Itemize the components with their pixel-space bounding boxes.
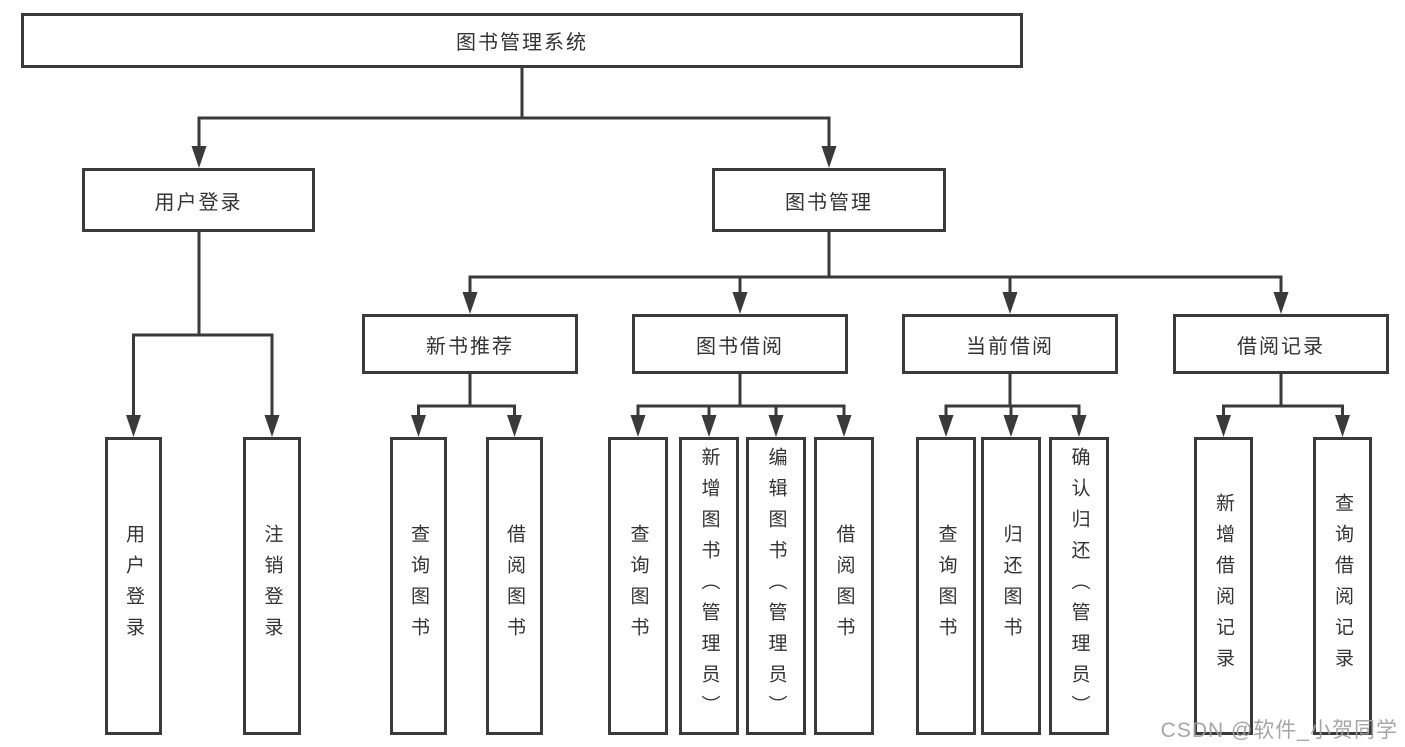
leaf-records-add-record-label: 新增借阅记录	[1213, 493, 1234, 679]
leaf-current-query-book-label: 查询图书	[935, 524, 957, 648]
leaf-current-confirm-return-admin: 确认归还（管理员）	[1049, 437, 1109, 735]
leaf-recommend-borrow-book: 借阅图书	[486, 437, 543, 735]
node-current-borrow: 当前借阅	[902, 314, 1118, 374]
node-borrow-records-label: 借阅记录	[1237, 335, 1325, 358]
leaf-borrow-borrow-book: 借阅图书	[814, 437, 874, 735]
leaf-logout: 注销登录	[243, 437, 301, 735]
arrowheads	[126, 146, 1350, 437]
node-root: 图书管理系统	[21, 13, 1023, 68]
node-current-borrow-label: 当前借阅	[966, 335, 1054, 358]
node-user-login: 用户登录	[82, 168, 315, 232]
leaf-recommend-borrow-book-label: 借阅图书	[504, 524, 525, 648]
node-book-borrow-label: 图书借阅	[696, 335, 784, 358]
leaf-logout-label: 注销登录	[261, 524, 283, 648]
leaf-borrow-edit-book-admin-label: 编辑图书（管理员）	[765, 446, 787, 726]
node-borrow-records: 借阅记录	[1173, 314, 1389, 374]
leaf-current-confirm-return-admin-label: 确认归还（管理员）	[1068, 446, 1090, 726]
leaf-user-login-label: 用户登录	[123, 524, 144, 648]
leaf-recommend-query-book-label: 查询图书	[408, 524, 429, 648]
leaf-recommend-query-book: 查询图书	[390, 437, 447, 735]
leaf-records-query-record-label: 查询借阅记录	[1332, 493, 1353, 679]
node-root-label: 图书管理系统	[456, 32, 588, 54]
leaf-current-return-book: 归还图书	[981, 437, 1041, 735]
leaf-borrow-query-book: 查询图书	[608, 437, 668, 735]
leaf-borrow-query-book-label: 查询图书	[627, 524, 649, 648]
node-book-manage: 图书管理	[712, 168, 946, 232]
leaf-borrow-add-book-admin-label: 新增图书（管理员）	[698, 446, 720, 726]
leaf-borrow-edit-book-admin: 编辑图书（管理员）	[746, 437, 806, 735]
leaf-user-login: 用户登录	[105, 437, 162, 735]
leaf-records-add-record: 新增借阅记录	[1194, 437, 1253, 735]
leaf-records-query-record: 查询借阅记录	[1313, 437, 1372, 735]
node-book-borrow: 图书借阅	[632, 314, 848, 374]
leaf-borrow-borrow-book-label: 借阅图书	[833, 524, 855, 648]
node-new-book-recommend-label: 新书推荐	[426, 335, 514, 358]
leaf-current-return-book-label: 归还图书	[1000, 524, 1022, 648]
leaf-current-query-book: 查询图书	[916, 437, 976, 735]
leaf-borrow-add-book-admin: 新增图书（管理员）	[679, 437, 739, 735]
node-book-manage-label: 图书管理	[785, 191, 873, 214]
node-user-login-label: 用户登录	[154, 191, 243, 214]
node-new-book-recommend: 新书推荐	[362, 314, 578, 374]
